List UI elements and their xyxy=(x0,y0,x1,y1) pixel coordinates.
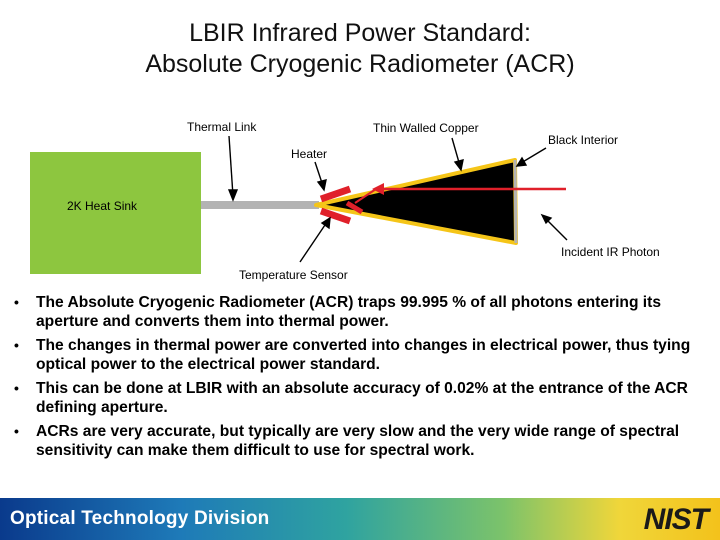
sensor-arrow xyxy=(299,221,328,263)
bullet-item: • The changes in thermal power are conve… xyxy=(14,336,694,374)
title-line-1: LBIR Infrared Power Standard: xyxy=(189,19,531,47)
label-incident-ir-photon: Incident IR Photon xyxy=(561,245,660,259)
label-black-interior: Black Interior xyxy=(548,133,619,147)
label-temperature-sensor: Temperature Sensor xyxy=(239,268,348,282)
bullet-list: • The Absolute Cryogenic Radiometer (ACR… xyxy=(14,293,694,465)
bullet-text: This can be done at LBIR with an absolut… xyxy=(36,380,688,416)
footer-bar: Optical Technology Division NIST xyxy=(0,498,720,540)
label-heat-sink: 2K Heat Sink xyxy=(67,199,138,213)
thin-copper-arrowhead xyxy=(453,159,464,172)
heater-arrowhead xyxy=(316,179,327,192)
reflected-photon xyxy=(354,188,377,204)
heat-sink-block xyxy=(30,152,201,274)
bullet-item: • This can be done at LBIR with an absol… xyxy=(14,379,694,417)
title-line-2: Absolute Cryogenic Radiometer (ACR) xyxy=(145,50,575,78)
nist-logo: NIST xyxy=(643,503,709,536)
copper-cone xyxy=(314,158,518,245)
sensor-element xyxy=(345,200,364,215)
label-thin-walled-copper: Thin Walled Copper xyxy=(373,121,479,135)
photon-arrowhead xyxy=(372,183,384,195)
division-name: Optical Technology Division xyxy=(10,508,270,529)
label-thermal-link: Thermal Link xyxy=(187,120,257,134)
label-heater: Heater xyxy=(291,147,328,161)
bullet-text: ACRs are very accurate, but typically ar… xyxy=(36,423,680,459)
bullet-item: • The Absolute Cryogenic Radiometer (ACR… xyxy=(14,293,694,331)
thermal-link-bar xyxy=(201,201,319,209)
heater-element-top xyxy=(319,185,352,203)
heater-element-bottom xyxy=(319,207,352,225)
bullet-text: The changes in thermal power are convert… xyxy=(36,337,691,373)
bullet-marker: • xyxy=(14,423,19,439)
acr-diagram xyxy=(30,135,568,274)
thermal-link-arrowhead xyxy=(227,189,239,202)
cone-back-edge xyxy=(513,159,518,244)
bullet-item: • ACRs are very accurate, but typically … xyxy=(14,422,694,460)
black-interior-arrow xyxy=(520,147,547,164)
photon-label-arrowhead xyxy=(540,213,553,225)
slide-title: LBIR Infrared Power Standard: Absolute C… xyxy=(0,18,720,80)
photon-label-arrow xyxy=(544,217,568,241)
bullet-marker: • xyxy=(14,337,19,353)
bullet-marker: • xyxy=(14,294,19,310)
bullet-marker: • xyxy=(14,380,19,396)
thermal-link-arrow xyxy=(228,135,234,197)
bullet-text: The Absolute Cryogenic Radiometer (ACR) … xyxy=(36,294,662,330)
sensor-arrowhead xyxy=(320,216,331,230)
black-interior-arrowhead xyxy=(515,156,528,167)
